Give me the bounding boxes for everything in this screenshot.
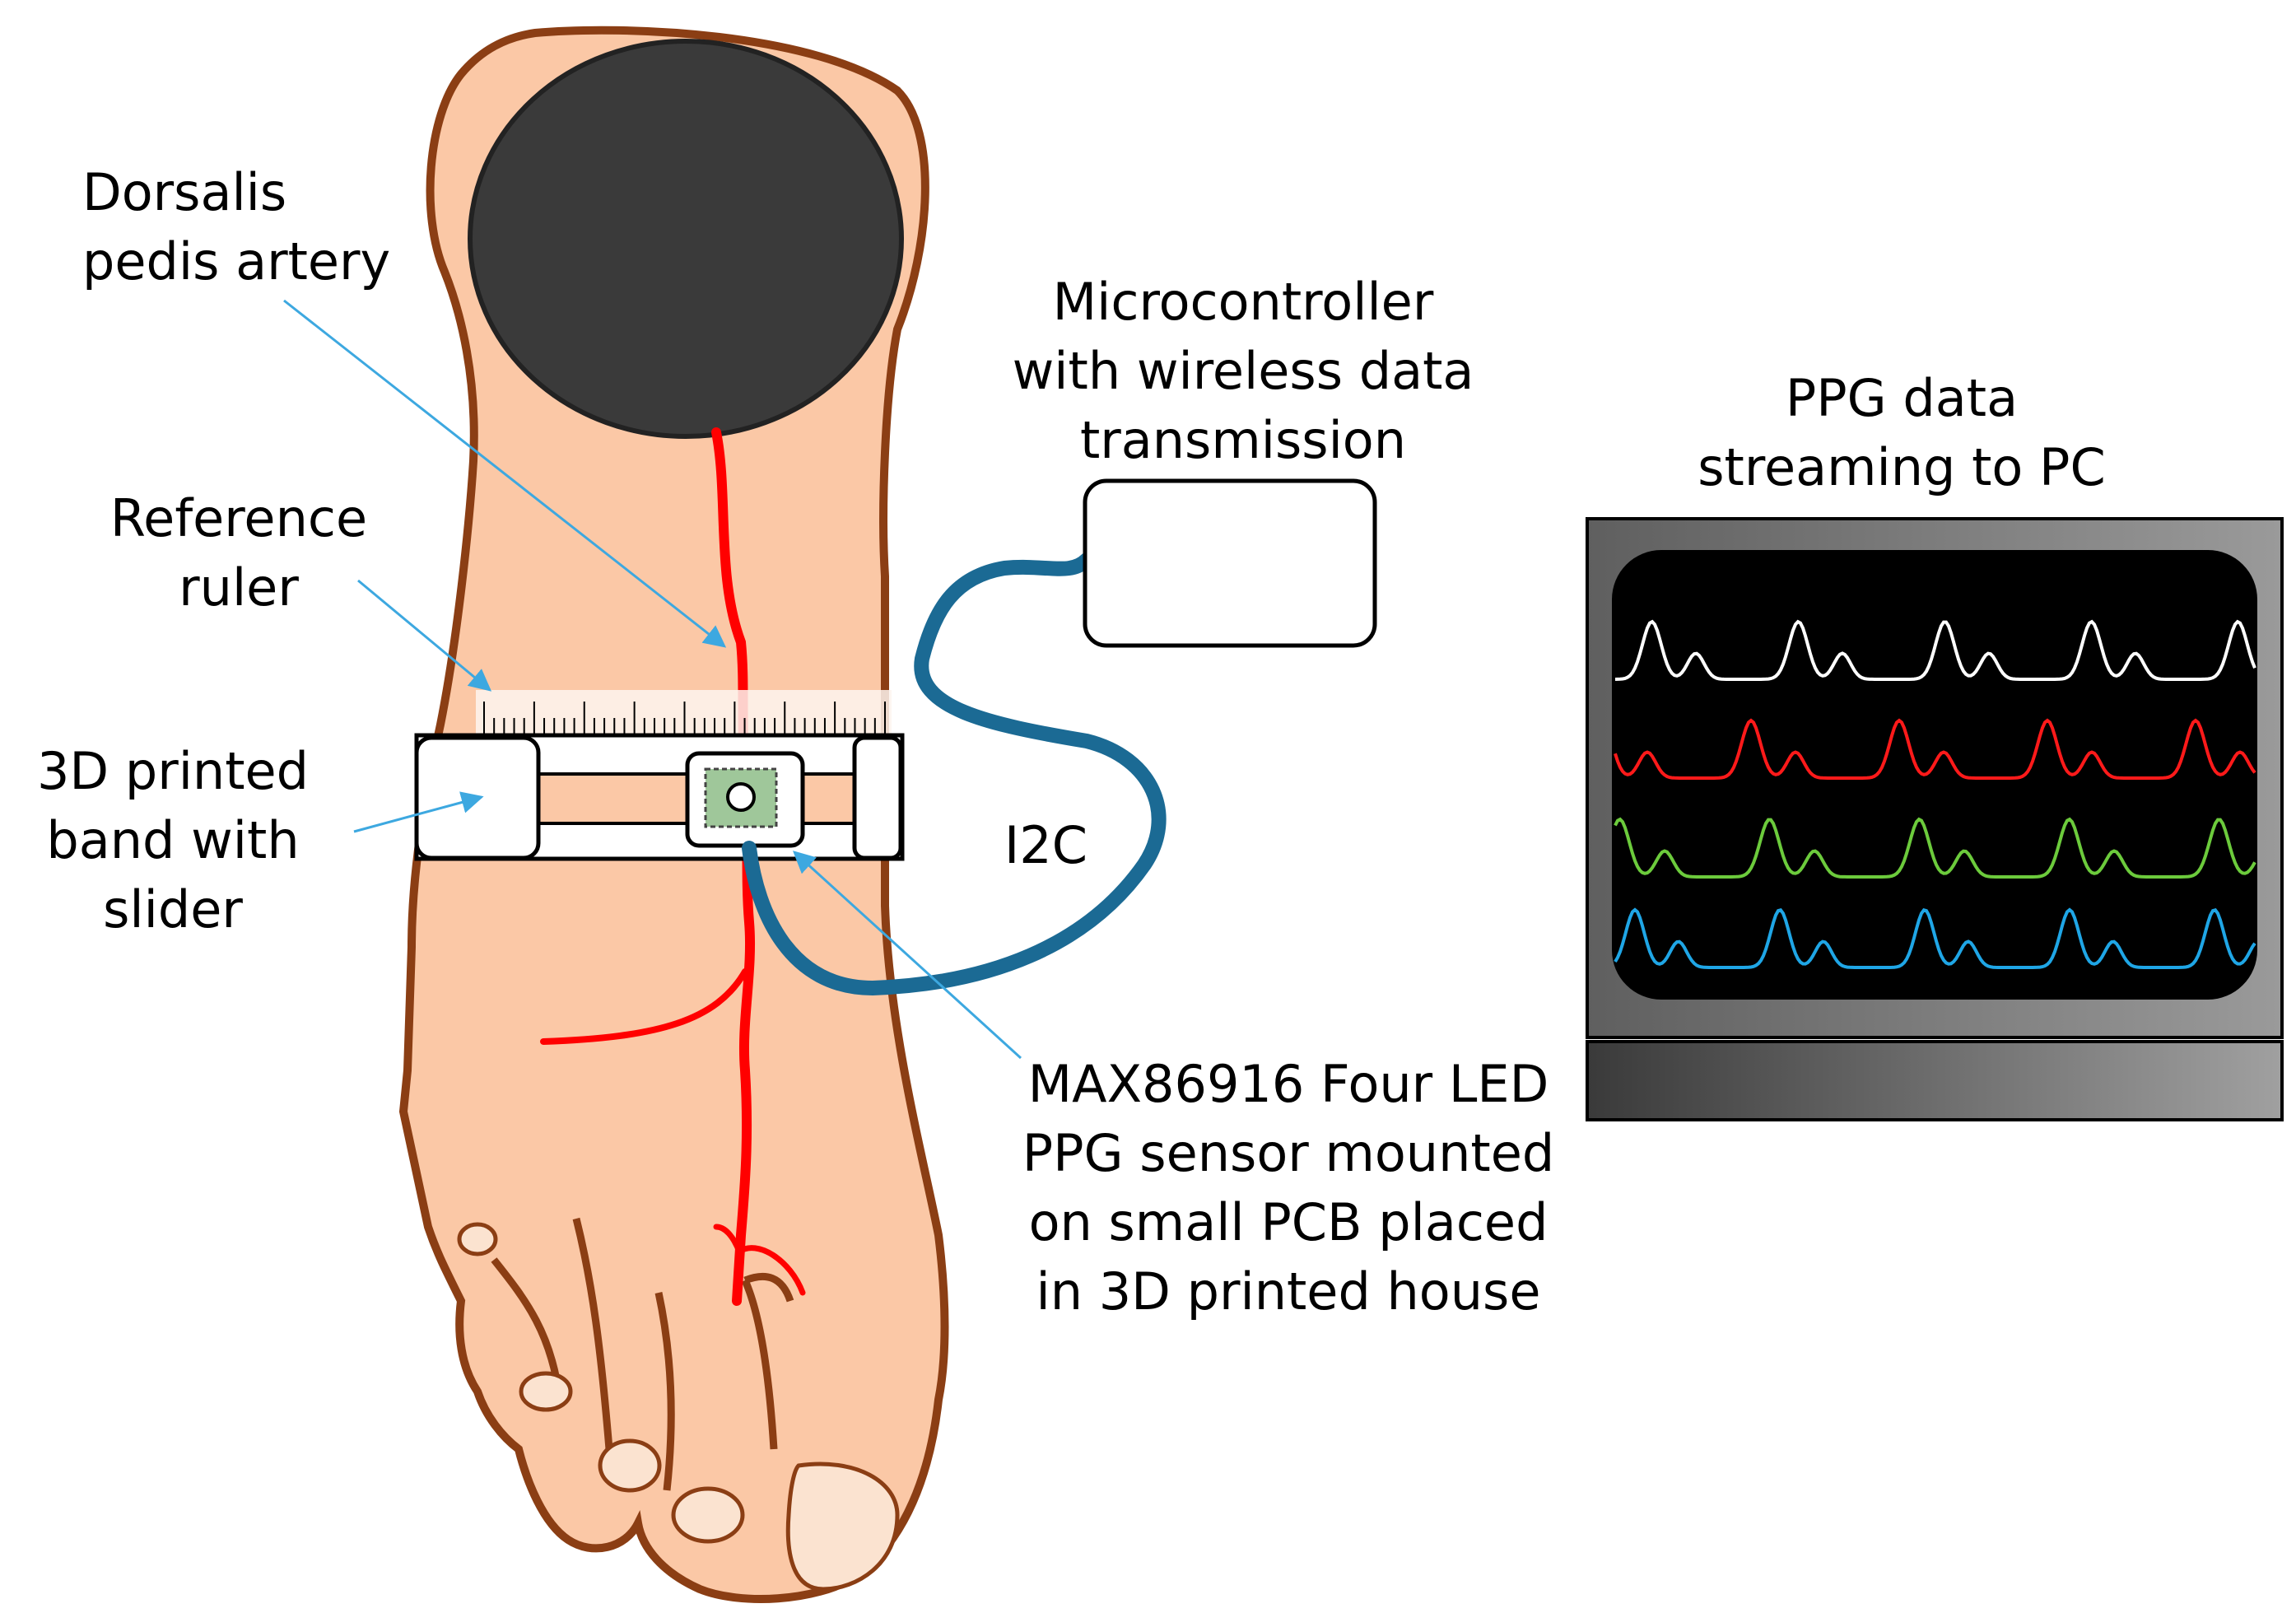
toenail-2 — [671, 1486, 745, 1544]
sensor-label-line-4: in 3D printed house — [1036, 1261, 1541, 1322]
sensor-label-line-3: on small PCB placed — [1028, 1192, 1549, 1252]
pc-monitor — [1586, 517, 2284, 1121]
artery-pointer — [283, 299, 727, 648]
band-label-line-1: 3D printed — [36, 741, 310, 801]
ppg-trace-red — [1614, 718, 2256, 780]
ruler-label-line-1: Reference — [109, 488, 368, 548]
monitor-label: PPG data streaming to PC — [1638, 364, 2165, 502]
monitor-screen — [1612, 550, 2257, 1000]
mcu-label-line-1: Microcontroller — [1052, 272, 1434, 332]
ruler-label: Reference ruler — [74, 484, 403, 622]
mcu-label-line-3: transmission — [1079, 410, 1407, 470]
ppg-trace-blue — [1614, 907, 2256, 969]
printed-band — [414, 733, 905, 861]
sensor-label-line-1: MAX86916 Four LED — [1027, 1054, 1549, 1114]
band-label: 3D printed band with slider — [8, 737, 338, 944]
band-label-line-2: band with — [46, 810, 300, 870]
ankle-ellipse — [468, 39, 904, 439]
pointer-arrows — [283, 299, 1022, 1060]
mcu-label-line-2: with wireless data — [1012, 341, 1474, 401]
toe-line-2 — [572, 1217, 613, 1450]
artery-label: Dorsalis pedis artery — [82, 158, 390, 296]
sensor-led — [726, 782, 756, 812]
i2c-label-text: I2C — [1004, 815, 1088, 875]
toe-line-3 — [654, 1292, 675, 1491]
toenail-small — [457, 1222, 498, 1256]
monitor-base — [1586, 1040, 2284, 1121]
monitor-label-line-2: streaming to PC — [1698, 437, 2106, 497]
ppg-trace-white — [1614, 619, 2256, 681]
microcontroller-box — [1083, 478, 1377, 648]
artery-branch-left — [540, 968, 748, 1045]
artery-label-line-2: pedis artery — [82, 231, 391, 291]
band-pointer — [353, 791, 484, 833]
ruler-label-line-2: ruler — [179, 557, 299, 618]
band-right-block — [852, 735, 903, 860]
toenail-4 — [519, 1371, 573, 1412]
i2c-label: I2C — [1004, 811, 1087, 880]
band-label-line-3: slider — [103, 879, 243, 939]
artery-label-line-1: Dorsalis — [82, 162, 287, 222]
toe-line-4 — [741, 1279, 778, 1450]
i2c-cable — [742, 552, 1167, 996]
artery-branch-toes — [713, 1224, 806, 1296]
sensor-pointer — [793, 851, 1022, 1060]
toenail-3 — [598, 1438, 662, 1493]
toenail-big — [785, 1461, 900, 1592]
sensor-label: MAX86916 Four LED PPG sensor mounted on … — [938, 1050, 1638, 1326]
mcu-label: Microcontroller with wireless data trans… — [955, 268, 1531, 475]
monitor-label-line-1: PPG data — [1785, 368, 2019, 428]
ppg-traces — [1614, 619, 2256, 969]
reference-ruler — [476, 690, 892, 741]
ruler-pointer — [357, 579, 492, 692]
toe-line-5 — [743, 1272, 794, 1303]
sensor-label-line-2: PPG sensor mounted — [1022, 1123, 1555, 1183]
ppg-trace-green — [1614, 817, 2256, 879]
